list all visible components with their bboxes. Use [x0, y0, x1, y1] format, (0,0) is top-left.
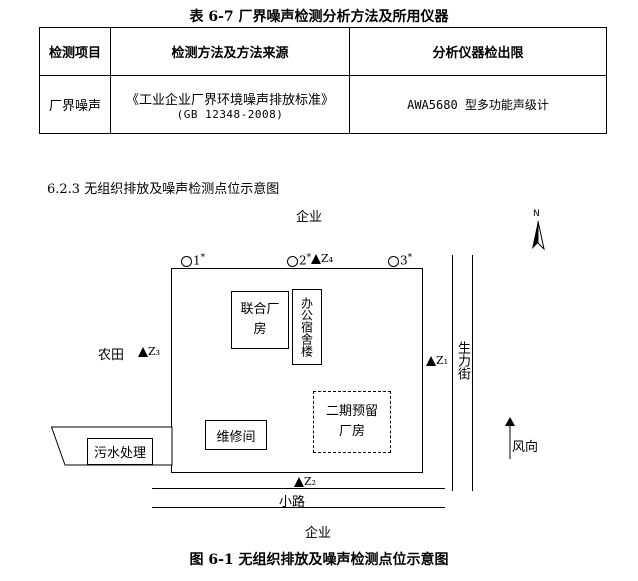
circle-marker-icon	[181, 256, 192, 268]
triangle-marker-icon	[426, 356, 436, 366]
circle-marker-icon	[388, 256, 399, 268]
north-arrow-icon	[532, 221, 545, 251]
sewage-treatment-building: 污水处理	[87, 438, 153, 465]
figure-caption: 图 6-1 无组织排放及噪声检测点位示意图	[189, 552, 449, 568]
header-item: 检测项目	[39, 27, 111, 76]
noise-point-z3: Z₃	[138, 345, 160, 358]
sampling-point-3: 3*	[388, 252, 412, 268]
east-road-label: 生力街	[453, 325, 472, 395]
phase2-reserved-building: 二期预留厂房	[313, 391, 391, 453]
north-arrow: N	[530, 209, 546, 251]
table-header-row: 检测项目 检测方法及方法来源 分析仪器检出限	[39, 27, 607, 76]
union-plant-building: 联合厂房	[231, 291, 289, 349]
section-heading: 6.2.3 无组织排放及噪声检测点位示意图	[47, 182, 280, 197]
cell-method: 《工业企业厂界环境噪声排放标准》 (GB 12348-2008)	[110, 75, 350, 134]
triangle-marker-icon	[311, 254, 321, 264]
wind-direction-label: 风向	[512, 440, 539, 455]
triangle-marker-icon	[138, 347, 148, 357]
south-road-line-bottom	[152, 507, 445, 508]
cell-instrument: AWA5680 型多功能声级计	[349, 75, 607, 134]
south-road-label: 小路	[279, 495, 306, 510]
noise-point-z1: Z₁	[426, 354, 448, 367]
method-standard: 《工业企业厂界环境噪声排放标准》	[125, 92, 334, 108]
east-road-line-left	[452, 255, 453, 491]
farmland-label: 农田	[98, 348, 125, 363]
method-table: 检测项目 检测方法及方法来源 分析仪器检出限 厂界噪声 《工业企业厂界环境噪声排…	[39, 27, 607, 134]
triangle-marker-icon	[294, 477, 304, 487]
sampling-point-1: 1*	[181, 252, 205, 268]
header-instrument: 分析仪器检出限	[349, 27, 607, 76]
south-road-line-top	[152, 488, 445, 489]
maintenance-building: 维修间	[205, 420, 267, 450]
wind-arrow-icon	[505, 417, 515, 459]
sampling-point-2: 2*	[287, 252, 311, 268]
circle-marker-icon	[287, 256, 298, 268]
top-enterprise-label: 企业	[296, 210, 323, 225]
bottom-enterprise-label: 企业	[305, 526, 332, 541]
method-code: (GB 12348-2008)	[176, 107, 284, 121]
north-label: N	[533, 209, 540, 219]
dormitory-building: 办公宿舍楼	[292, 289, 322, 365]
header-method: 检测方法及方法来源	[110, 27, 350, 76]
noise-point-z4: Z₄	[311, 252, 333, 265]
site-diagram: 企业 N 1* 2* Z₄ 3* 联合厂房 办公宿舍楼 维修间 二期预留厂房 农…	[0, 195, 638, 541]
table-title: 表 6-7 厂界噪声检测分析方法及所用仪器	[189, 9, 449, 25]
table-row: 厂界噪声 《工业企业厂界环境噪声排放标准》 (GB 12348-2008) AW…	[39, 75, 607, 134]
noise-point-z2: Z₂	[294, 475, 316, 488]
cell-item: 厂界噪声	[39, 75, 111, 134]
east-road-line-right	[472, 255, 473, 491]
